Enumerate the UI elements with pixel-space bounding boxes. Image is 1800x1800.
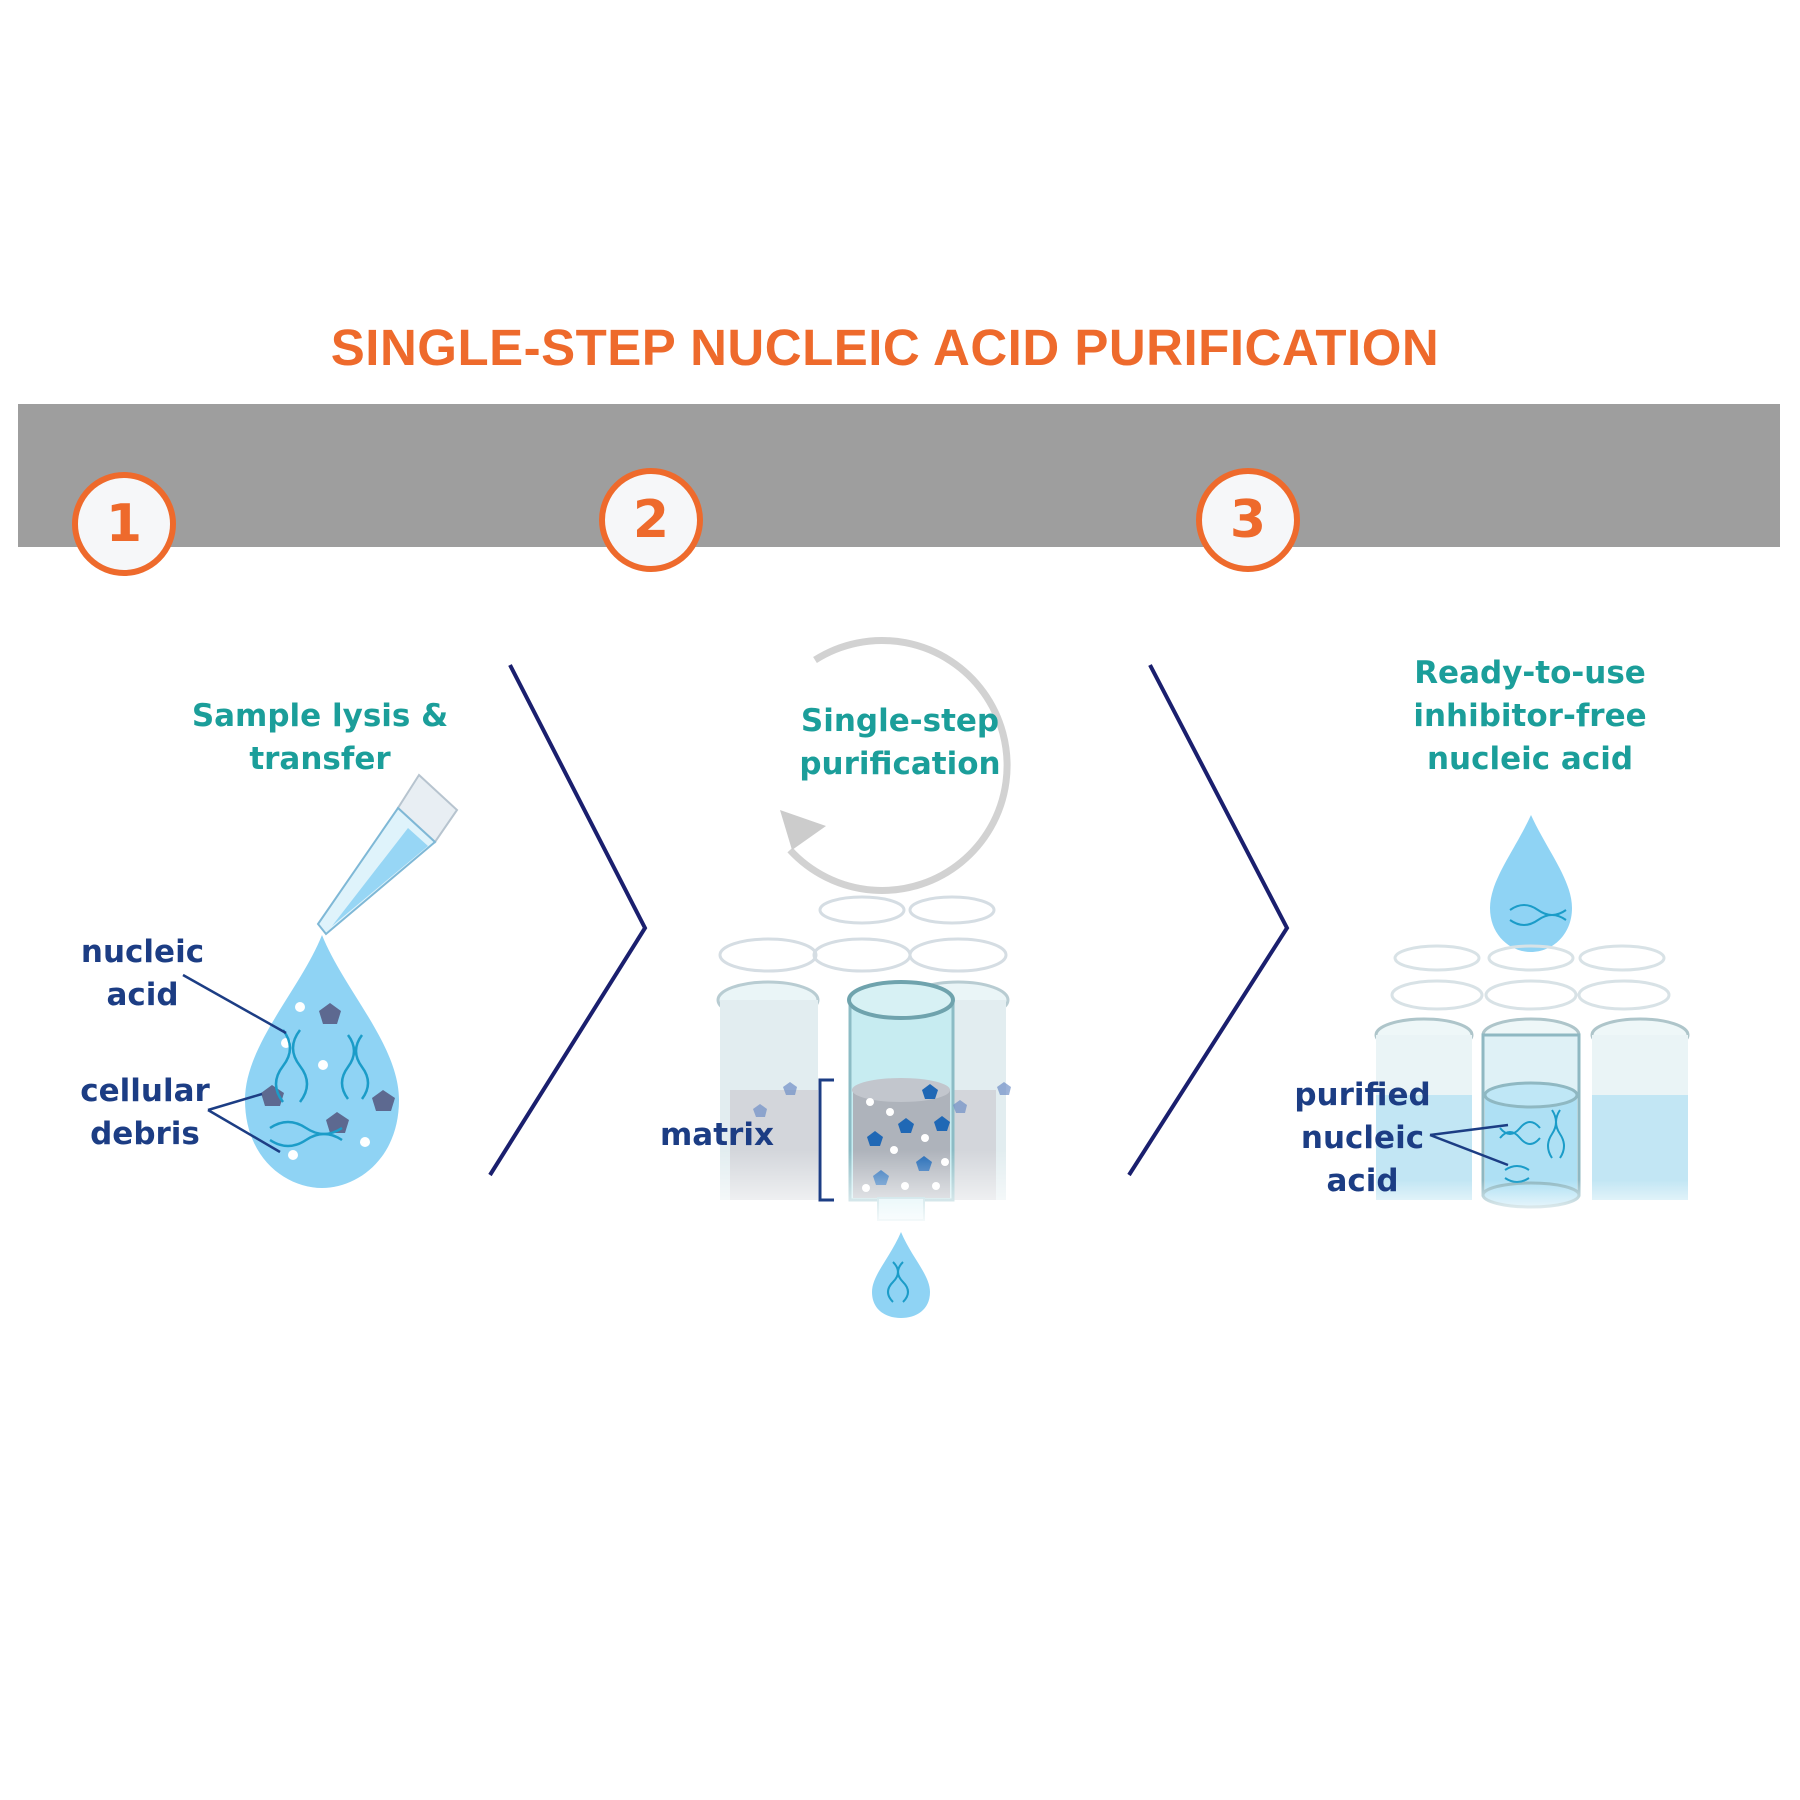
purified-label-line-1: purified	[1294, 1077, 1431, 1113]
cellular-debris-label-line-1: cellular	[80, 1073, 210, 1109]
nucleic-acid-label: nucleic acid	[70, 931, 215, 1017]
step-2-caption: Single-step purification	[760, 700, 1040, 786]
purified-label-line-3: acid	[1326, 1163, 1399, 1199]
well-plate-step-2	[700, 880, 1120, 1230]
well-plate-step-3	[1370, 944, 1760, 1220]
purified-label-line-2: nucleic	[1300, 1120, 1425, 1156]
nucleic-acid-label-line-1: nucleic	[80, 934, 205, 970]
step-3-caption-line-3: nucleic acid	[1426, 741, 1634, 777]
step-3-leader-lines	[1429, 1123, 1509, 1167]
page-title: SINGLE-STEP NUCLEIC ACID PURIFICATION	[330, 319, 1440, 376]
step-3-caption-line-1: Ready-to-use	[1414, 655, 1646, 691]
chevron-2-icon	[1127, 664, 1290, 1177]
step-3-badge: 3	[1196, 468, 1300, 572]
matrix-bracket	[818, 1078, 834, 1202]
step-2-caption-line-1: Single-step	[800, 703, 1000, 739]
matrix-label: matrix	[660, 1117, 774, 1153]
step-2-caption-line-2: purification	[799, 746, 1001, 782]
step-3-number: 3	[1229, 490, 1267, 550]
step-3-caption-line-2: inhibitor-free	[1413, 698, 1647, 734]
purified-nucleic-acid-label: purified nucleic acid	[1290, 1074, 1435, 1203]
step-1-number: 1	[105, 494, 143, 554]
header-band	[18, 404, 1780, 547]
step-1-badge: 1	[72, 472, 176, 576]
cellular-debris-label-line-2: debris	[90, 1116, 200, 1152]
step-1-leader-lines	[182, 973, 287, 1154]
refresh-cycle-icon	[780, 637, 1011, 894]
step-2-badge: 2	[599, 468, 703, 572]
purified-droplet-icon	[1490, 815, 1572, 952]
elution-drop-icon	[872, 1232, 930, 1318]
step-1-caption: Sample lysis & transfer	[170, 695, 470, 781]
nucleic-acid-label-line-2: acid	[106, 977, 179, 1013]
step-3-caption: Ready-to-use inhibitor-free nucleic acid	[1380, 652, 1680, 781]
step-1-caption-line-2: transfer	[249, 741, 391, 777]
sample-droplet-icon	[245, 935, 399, 1188]
chevron-1-icon	[488, 664, 648, 1177]
pipette-tip-icon	[316, 773, 459, 936]
step-2-number: 2	[632, 490, 670, 550]
cellular-debris-label: cellular debris	[70, 1070, 220, 1156]
step-1-caption-line-1: Sample lysis &	[191, 698, 449, 734]
